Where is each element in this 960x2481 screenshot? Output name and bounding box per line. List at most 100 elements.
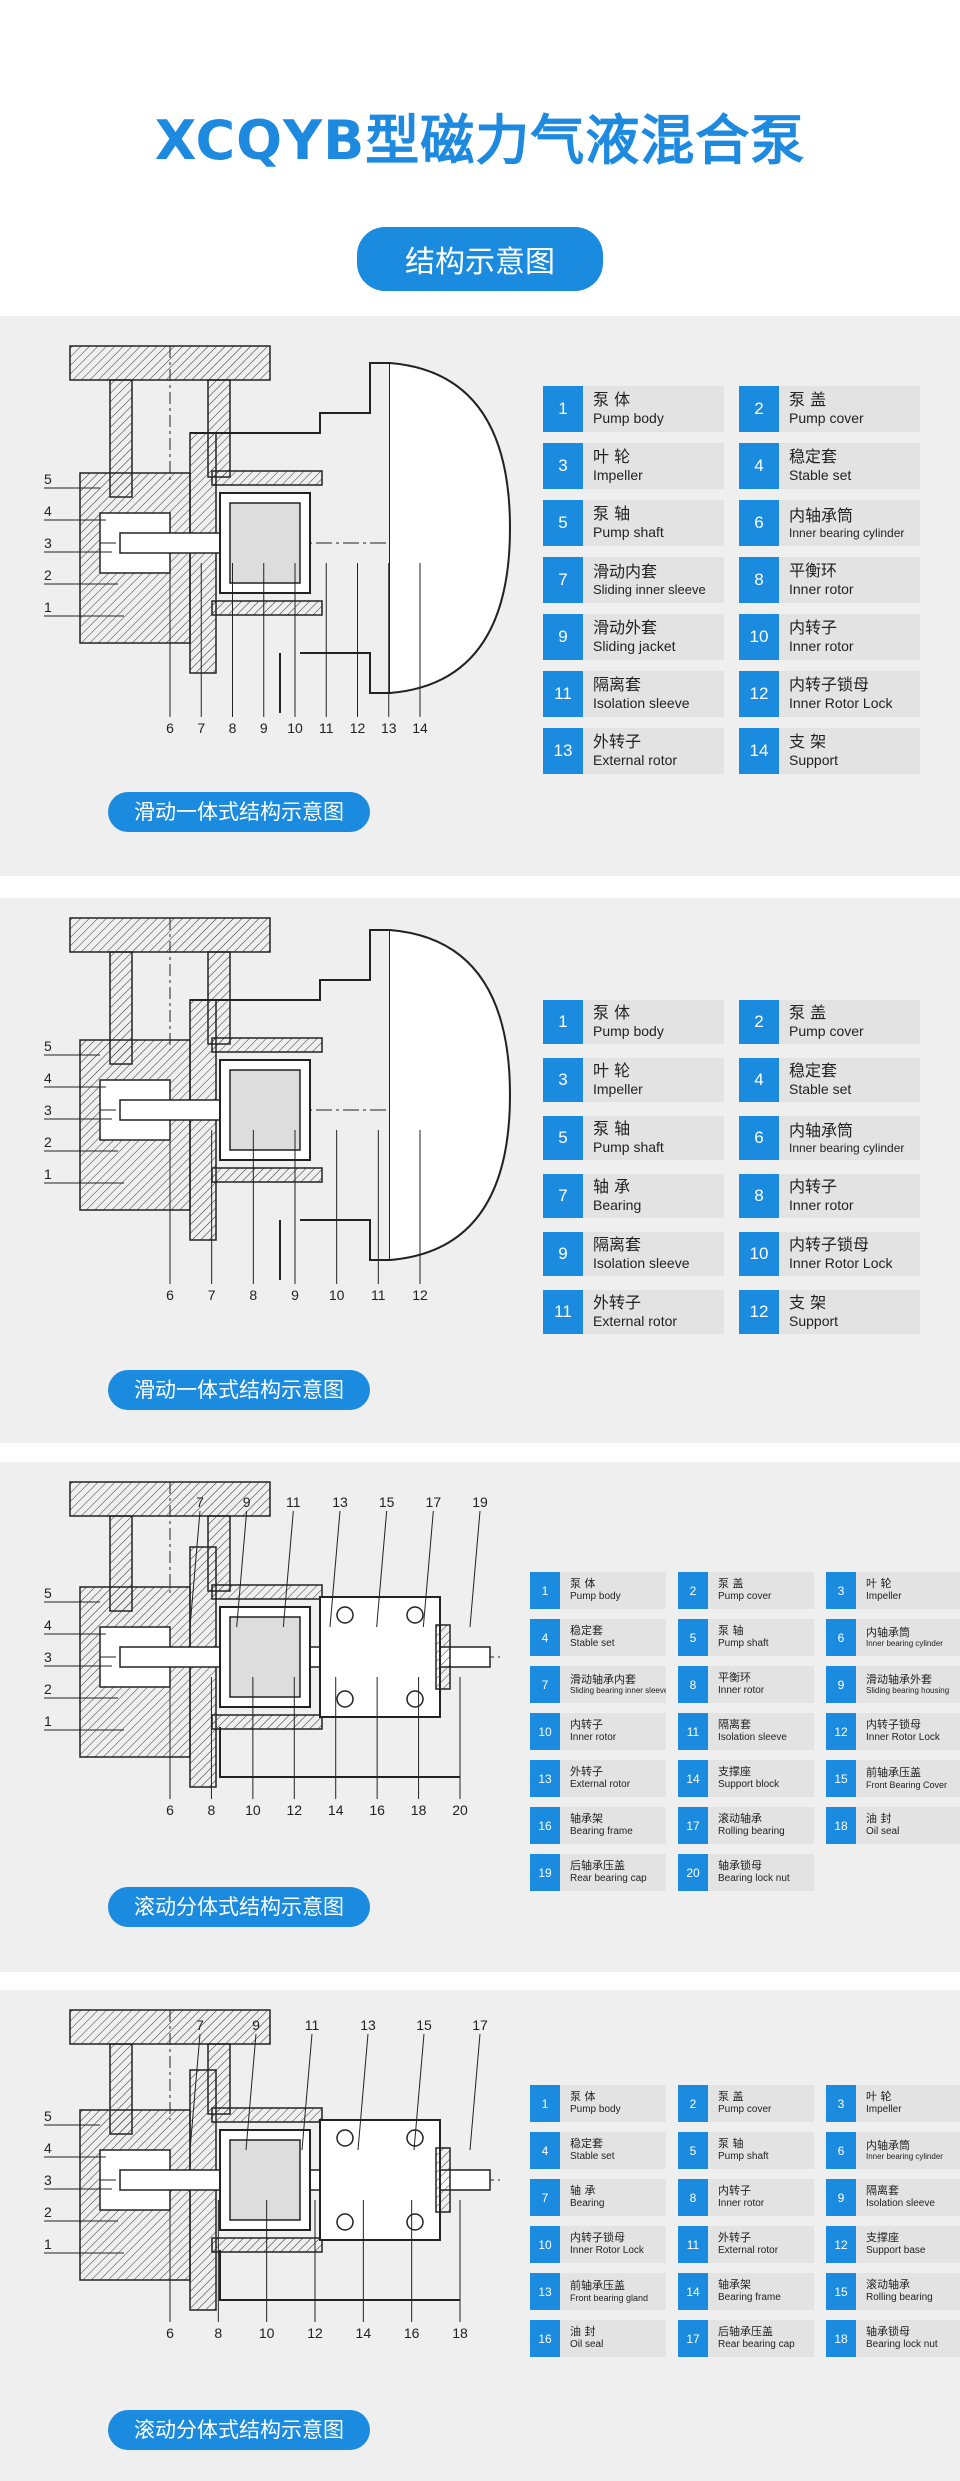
legend-number: 1	[543, 386, 583, 432]
legend-number: 2	[739, 1000, 779, 1044]
legend-name-cn: 隔离套	[718, 1718, 751, 1732]
callout-number: 12	[307, 2325, 323, 2341]
callout-number: 5	[44, 1038, 52, 1054]
legend-number: 8	[739, 1174, 779, 1218]
legend-number: 9	[543, 1232, 583, 1276]
legend-name-en: Sliding bearing inner sleeve	[570, 1686, 666, 1696]
legend-name-en: Support block	[718, 1779, 780, 1791]
legend-name-en: Pump shaft	[593, 1139, 664, 1156]
diagram-caption: 滑动一体式结构示意图	[108, 792, 370, 832]
legend-number: 3	[826, 2085, 856, 2122]
legend-name-cn: 内转子	[789, 618, 838, 638]
legend-name-cn: 轴承锁母	[866, 2325, 910, 2339]
legend-number: 6	[826, 1619, 856, 1656]
callout-number: 5	[44, 471, 52, 487]
callout-number: 2	[44, 1681, 52, 1697]
motor-cover	[389, 929, 512, 1261]
legend-name-cn: 外转子	[570, 1765, 603, 1779]
legend-name-cn: 内转子	[789, 1177, 838, 1197]
callout-number: 11	[286, 1494, 301, 1510]
legend-name-en: Impeller	[593, 467, 643, 484]
legend-name-en: Isolation sleeve	[866, 2198, 935, 2210]
legend-name-en: Inner bearing cylinder	[866, 2152, 943, 2162]
legend-name-en: Stable set	[570, 1638, 615, 1650]
legend-name-en: Bearing	[593, 1197, 642, 1214]
legend-name-cn: 泵 盖	[789, 390, 827, 410]
callout-leader	[376, 1510, 388, 1628]
callout-leader	[301, 2033, 313, 2151]
legend-number: 6	[739, 1116, 779, 1160]
legend-name-en: Pump shaft	[718, 1638, 769, 1650]
callout-leader	[422, 1510, 434, 1628]
legend-name-en: Inner bearing cylinder	[866, 1639, 943, 1649]
callout-number: 14	[412, 720, 428, 736]
legend-name-en: Isolation sleeve	[593, 1255, 690, 1272]
legend-name-en: Pump cover	[789, 410, 864, 427]
legend-number: 9	[826, 1666, 856, 1703]
legend-name-cn: 轴承架	[570, 1812, 603, 1826]
outer-rotor-top	[211, 1037, 323, 1053]
callout-number: 16	[404, 2325, 420, 2341]
callout-number: 10	[329, 1287, 345, 1303]
legend-number: 14	[678, 1760, 708, 1797]
callout-number: 6	[166, 2325, 174, 2341]
legend-name-cn: 轴承架	[718, 2278, 751, 2292]
legend-name-en: External rotor	[718, 2245, 779, 2257]
legend-number: 8	[678, 1666, 708, 1703]
legend-name-en: Support	[789, 752, 839, 769]
callout-number: 19	[472, 1494, 488, 1510]
legend-number: 6	[826, 2132, 856, 2169]
legend-number: 12	[826, 2226, 856, 2263]
rear-rolling-bearing-top	[406, 1606, 424, 1624]
callout-number: 3	[44, 1649, 52, 1665]
legend-name-cn: 支撑座	[866, 2231, 899, 2245]
legend-number: 15	[826, 1760, 856, 1797]
legend-number: 8	[739, 557, 779, 603]
legend-number: 15	[826, 2273, 856, 2310]
legend-name-cn: 前轴承压盖	[570, 2279, 625, 2292]
rear-rolling-bearing-bottom	[406, 1690, 424, 1708]
callout-leader	[469, 1510, 481, 1628]
legend-number: 1	[530, 2085, 560, 2122]
page-title: XCQYB型磁力气液混合泵	[154, 109, 806, 172]
legend-number: 5	[543, 500, 583, 546]
legend-number: 2	[678, 2085, 708, 2122]
callout-number: 10	[245, 1802, 261, 1818]
legend-name-cn: 泵 盖	[718, 2090, 744, 2104]
